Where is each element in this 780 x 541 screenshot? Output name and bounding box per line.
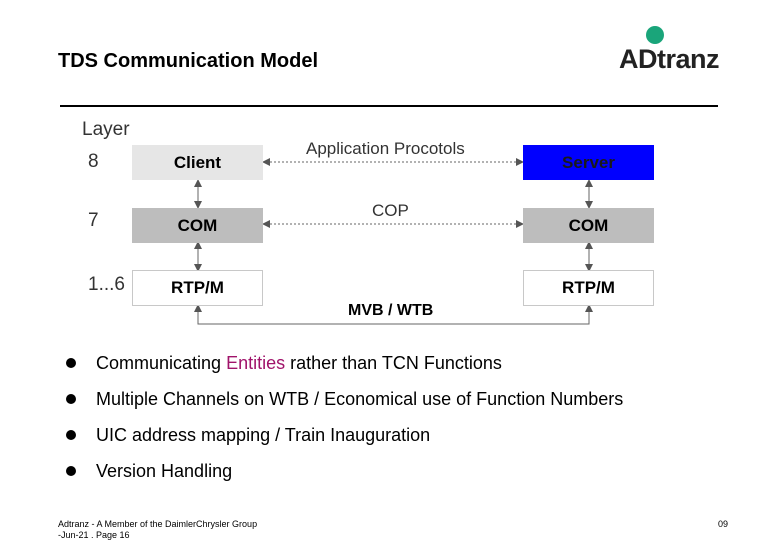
- cop-label: COP: [372, 201, 409, 220]
- accent-word: Entities: [226, 353, 286, 373]
- logo-dot-icon: [646, 26, 664, 44]
- title-divider: [60, 105, 718, 107]
- bullet-dot-icon: [66, 430, 76, 440]
- left-rtp-box: RTP/M: [132, 270, 263, 306]
- company-logo: ADtranz: [619, 44, 720, 74]
- left-com-box: COM: [132, 208, 263, 243]
- layer-7-label: 7: [88, 210, 99, 231]
- right-rtp-box: RTP/M: [523, 270, 654, 306]
- bullet-dot-icon: [66, 358, 76, 368]
- page-number: 09: [718, 519, 729, 529]
- layer-8-label: 8: [88, 151, 99, 172]
- bus-label: MVB / WTB: [348, 302, 434, 319]
- slide-title: TDS Communication Model: [58, 50, 318, 72]
- application-protocols-label: Application Procotols: [306, 139, 465, 158]
- bullet-dot-icon: [66, 466, 76, 476]
- server-box: Server: [523, 145, 654, 180]
- layer-heading: Layer: [82, 119, 130, 140]
- footer-text: Adtranz - A Member of the DaimlerChrysle…: [58, 519, 258, 540]
- layer-1-6-label: 1...6: [88, 274, 125, 295]
- client-box: Client: [132, 145, 263, 180]
- bullet-dot-icon: [66, 394, 76, 404]
- right-com-box: COM: [523, 208, 654, 243]
